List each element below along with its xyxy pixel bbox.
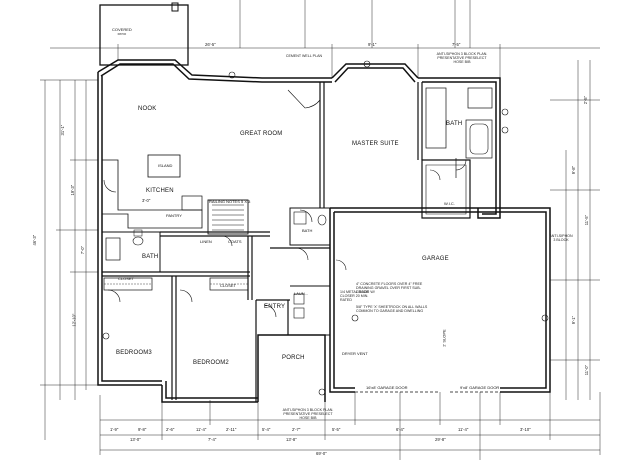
great-room-label: GREAT ROOM [240, 131, 283, 137]
dim-left-3: 12'-10" [71, 313, 77, 327]
garage-note-2: 5/8" TYPE 'X' SHEETROCK ON ALL WALLS COM… [356, 305, 428, 314]
door-rating-note: 1/4 METAL DOOR W/ CLOSER 20 MIN. RATED [340, 290, 375, 303]
top-note-left: CEMENT WELL PLAN [285, 54, 323, 58]
dim-bottom2-2: 13'-8" [286, 437, 297, 442]
dim-bottom1-0: 1'-9" [110, 427, 119, 432]
dim-left-2: 7'-0" [80, 245, 86, 255]
covered-patio-outline [99, 2, 189, 66]
dim-bottom-overall: 69'-0" [316, 451, 327, 456]
window-markers [102, 60, 549, 396]
dim-right-4: 11'-0" [584, 364, 590, 376]
dim-bottom1-8: 6'-4" [396, 427, 405, 432]
dim-bottom1-1: 9'-8" [138, 427, 147, 432]
dim-right-0: 2'-5" [583, 95, 589, 105]
bedroom2-label: BEDROOM2 [193, 360, 229, 366]
dim-bottom1-6: 2'-7" [292, 427, 301, 432]
porch-note: ANTI-SIPHON 3 BLOCK PLAN. PRESENTATIVE P… [282, 408, 334, 421]
garage-label: GARAGE [422, 256, 449, 262]
slope-note: 2' SLOPE [441, 329, 447, 347]
garage-note: 4" CONCRETE FLOORS OVER 4" FREE DRAINING… [356, 282, 423, 295]
dim-bottom1-4: 2'-11" [226, 427, 237, 432]
dim-left-outer: 46'-3" [32, 234, 38, 246]
dim-left-0: 31'-1" [60, 124, 66, 136]
dim-bottom1-2: 2'-6" [166, 427, 175, 432]
dim-right-3: 9'-1" [571, 315, 577, 325]
pantry-label: PANTRY [166, 213, 182, 218]
dim-bottom2-0: 13'-0" [130, 437, 141, 442]
top-note-right: ANTI-SIPHON 3 BLOCK PLAN. PRESENTATIVE P… [436, 52, 488, 65]
linen-label: LINEN [200, 239, 212, 244]
dim-bottom2-1: 7'-4" [208, 437, 217, 442]
dim-bottom1-9: 11'-4" [458, 427, 469, 432]
porch-label: PORCH [282, 355, 305, 361]
master-suite-label: MASTER SUITE [352, 141, 399, 147]
garage-door-right-label: 9'x8' GARAGE DOOR [460, 385, 500, 390]
closet-left-label: CLOSET [118, 276, 135, 281]
dim-bottom1-3: 11'-4" [196, 427, 207, 432]
bath-upper-label: BATH [446, 121, 463, 127]
interior-walls [102, 82, 493, 402]
nook-label: NOOK [138, 106, 157, 112]
dim-left-1: 19'-3" [70, 184, 76, 196]
railing-note: RAILING NOTES 5 X 3 [209, 199, 251, 204]
wic-label: W.I.C. [444, 201, 455, 206]
dim-right-1: 9'-8" [571, 165, 577, 175]
bath-left-label: BATH [142, 254, 159, 260]
coats-label: COATS [228, 239, 242, 244]
dryer-vent-note: DRYER VENT [342, 351, 368, 356]
dim-right-2: 11'-5" [584, 214, 590, 226]
bedroom3-label: BEDROOM3 [116, 350, 152, 356]
covered-patio-label: COVERED PATIO [112, 27, 132, 36]
laundry-label: LAUN... [294, 291, 309, 296]
dim-bottom1-10: 3'-10" [520, 427, 531, 432]
dim-top-2: 9'-1" [368, 42, 377, 47]
door-swings [103, 89, 467, 318]
entry-label: ENTRY [264, 304, 286, 310]
bath-small-label: BATH [302, 228, 313, 233]
dim-bottom1-7: 5'-5" [332, 427, 341, 432]
dim-top-3: 7'-5" [452, 42, 461, 47]
closet-right-label: CLOSET [220, 283, 237, 288]
island-label: ISLAND [158, 163, 173, 168]
garage-door-left-label: 16'x8' GARAGE DOOR [366, 385, 408, 390]
kitchen-window-dim: 3'-0" [142, 198, 151, 203]
kitchen-label: KITCHEN [146, 188, 174, 194]
dim-bottom1-5: 5'-4" [262, 427, 271, 432]
right-note: ANTI-SIPHON 3 BLOCK [549, 234, 573, 243]
dim-top-1: 26'-5" [205, 42, 216, 47]
dimension-lines [40, 0, 601, 460]
dim-bottom2-3: 29'-8" [435, 437, 446, 442]
